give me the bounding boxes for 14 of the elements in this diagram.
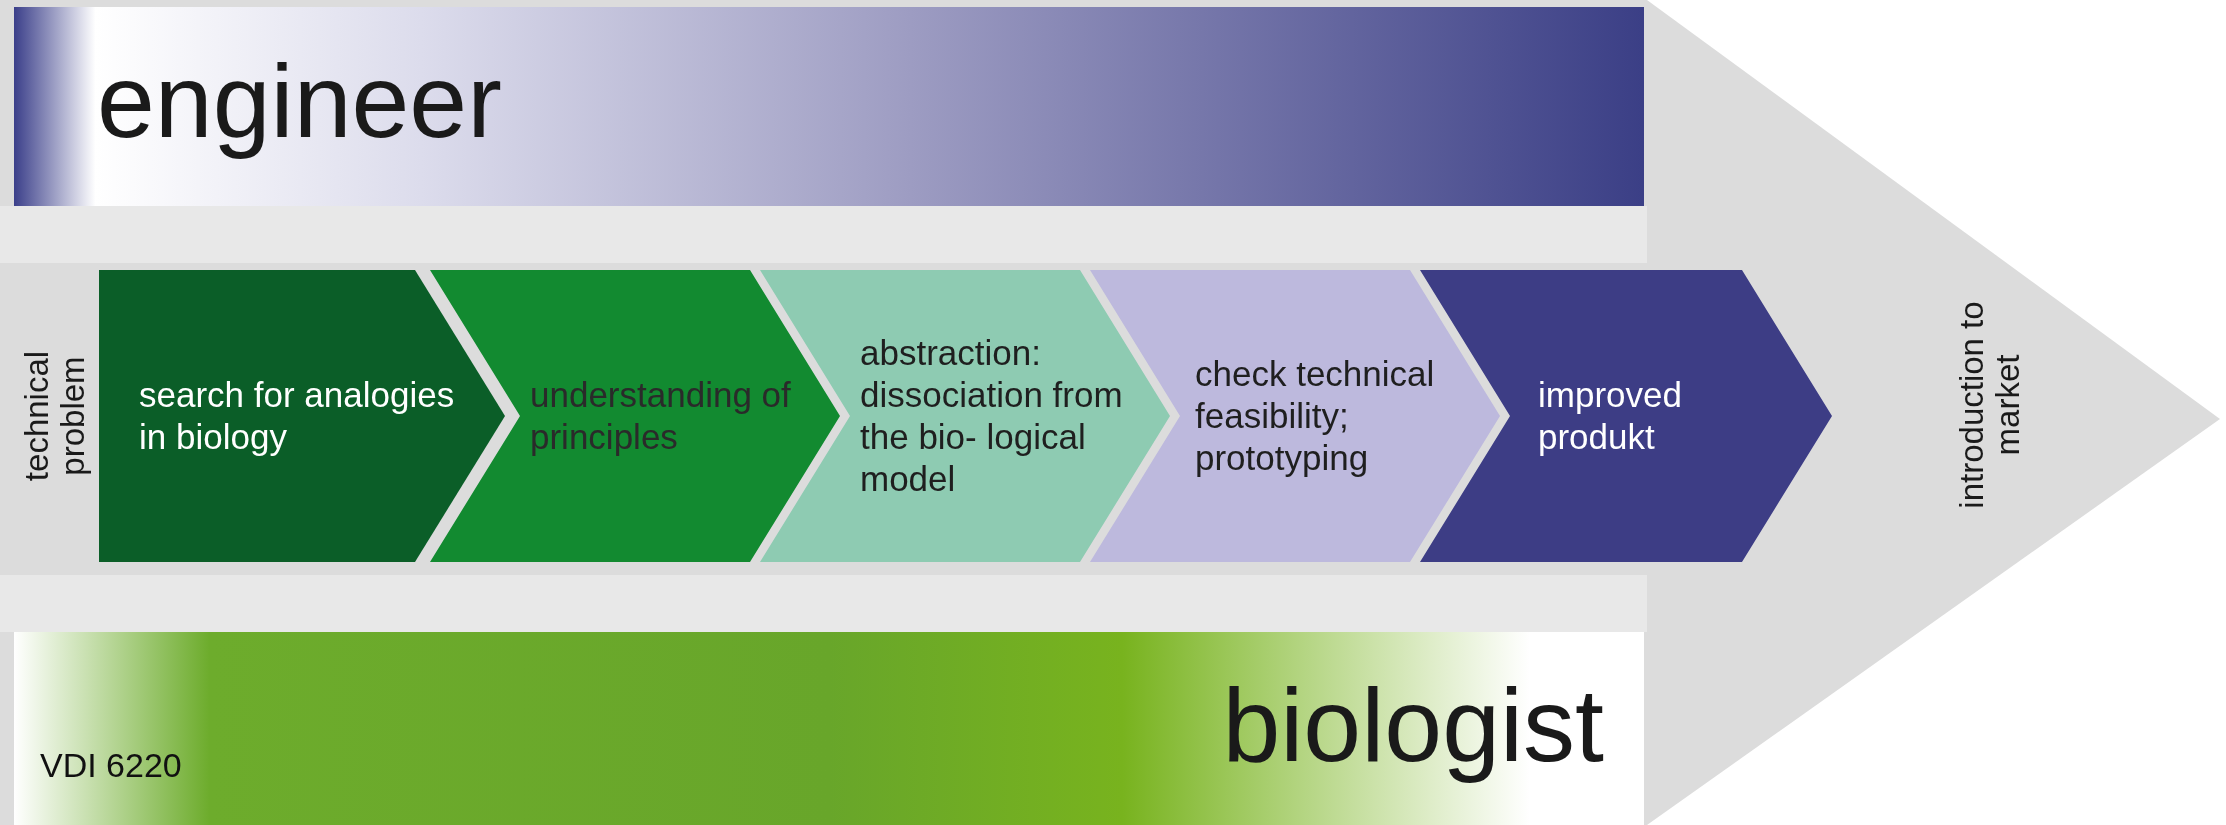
chevron-step xyxy=(99,270,505,562)
step-text: search for analogies in biology xyxy=(139,374,456,458)
chevron-step xyxy=(760,270,1170,562)
step-text: improved produkt xyxy=(1538,374,1683,458)
step-text: check technical feasibility; prototyping xyxy=(1195,353,1436,479)
vertical-label: introduction to market xyxy=(1953,300,2027,511)
band-title: engineer xyxy=(97,48,502,161)
standard-label: VDI 6220 xyxy=(40,745,182,786)
vertical-label: technical problem xyxy=(18,349,92,484)
gradient-band xyxy=(14,7,1644,206)
step-text: understanding of principles xyxy=(530,374,792,458)
band-title: biologist xyxy=(1222,672,1604,785)
step-text: abstraction: dissociation from the bio- logical model xyxy=(860,332,1124,500)
gradient-band xyxy=(14,632,1644,825)
